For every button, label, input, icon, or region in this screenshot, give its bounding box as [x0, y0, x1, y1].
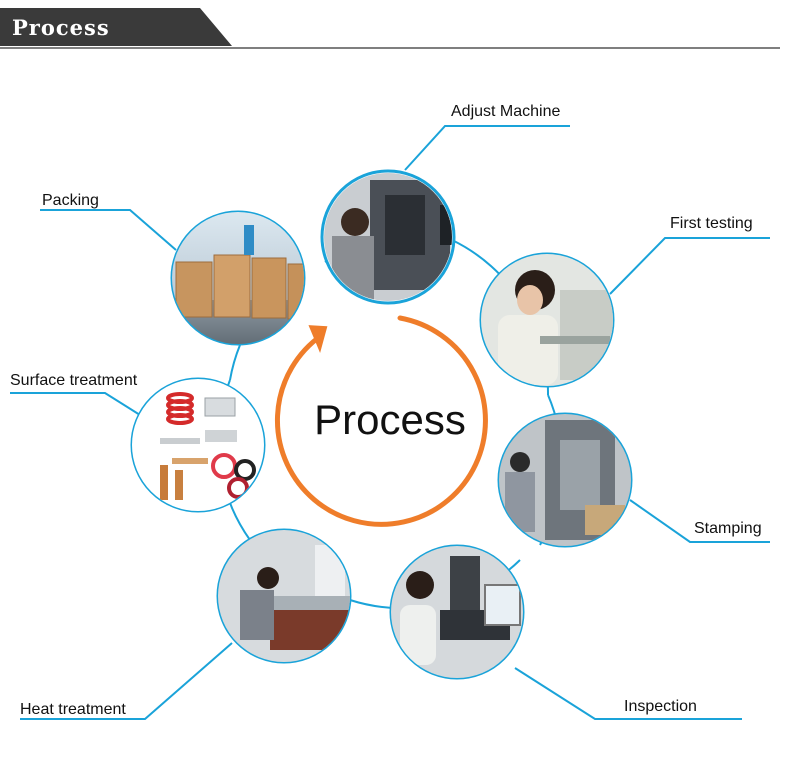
label-surface-treatment: Surface treatment: [10, 372, 138, 389]
step-stamping-photo: [497, 412, 633, 548]
label-heat-treatment: Heat treatment: [20, 701, 126, 718]
header-tab: [0, 8, 232, 46]
step-first-testing-photo: [479, 252, 615, 388]
leader-adjust: [404, 125, 570, 171]
label-adjust-machine: Adjust Machine: [451, 103, 561, 120]
leader-stamping: [629, 499, 770, 543]
page-title: Process: [12, 15, 110, 40]
label-stamping: Stamping: [694, 520, 762, 537]
leader-surface: [10, 392, 141, 416]
section-header: Process: [0, 0, 800, 60]
leader-first-testing: [609, 237, 770, 295]
step-surface-photo: [130, 377, 266, 513]
step-adjust-photo: [320, 169, 456, 305]
header-graphic: [0, 8, 780, 49]
leader-inspection: [514, 667, 742, 720]
leader-packing: [40, 209, 177, 251]
leader-lines: [10, 125, 770, 720]
step-packing-photo: [170, 210, 306, 346]
step-inspection-photo: [389, 544, 525, 680]
cycle-arrow: [274, 315, 488, 527]
center-title: Process: [314, 396, 466, 443]
leader-heat: [20, 642, 233, 720]
label-inspection: Inspection: [624, 698, 697, 715]
label-packing: Packing: [42, 192, 99, 209]
step-heat-photo: [216, 528, 352, 664]
label-first-testing: First testing: [670, 215, 753, 232]
